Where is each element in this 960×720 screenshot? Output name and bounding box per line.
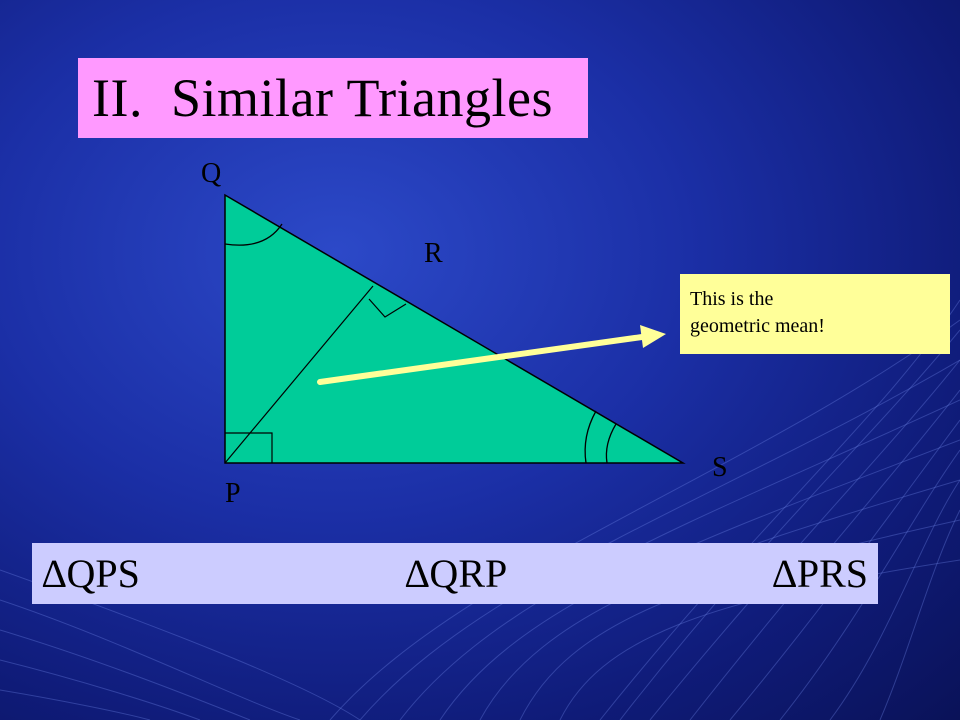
- triangle-name-qps: ∆QPS: [42, 551, 140, 596]
- right-angle-mark-p: [225, 432, 273, 463]
- callout-arrow-head: [640, 325, 666, 348]
- callout-arrow-line: [317, 334, 645, 385]
- vertex-label-q: Q: [201, 158, 222, 189]
- vertex-label-r: R: [424, 238, 443, 269]
- angle-arc-s-outer: [584, 410, 597, 464]
- similar-triangles-bar: ∆QPS ∆QRP ∆PRS: [32, 543, 878, 604]
- angle-arc-q: [224, 223, 283, 246]
- triangle-name-prs: ∆PRS: [772, 551, 868, 596]
- vertex-label-s: S: [712, 452, 728, 483]
- geometric-mean-callout: This is the geometric mean!: [680, 274, 950, 354]
- triangle-qps: [224, 193, 686, 464]
- triangle-name-qrp: ∆QRP: [404, 551, 508, 596]
- callout-line-1: This is the: [690, 288, 774, 310]
- angle-arc-s-inner: [605, 423, 617, 464]
- vertex-label-p: P: [225, 478, 241, 509]
- callout-line-2: geometric mean!: [690, 315, 825, 337]
- right-angle-mark-r: [368, 298, 407, 318]
- slide-title: II. Similar Triangles: [78, 58, 588, 138]
